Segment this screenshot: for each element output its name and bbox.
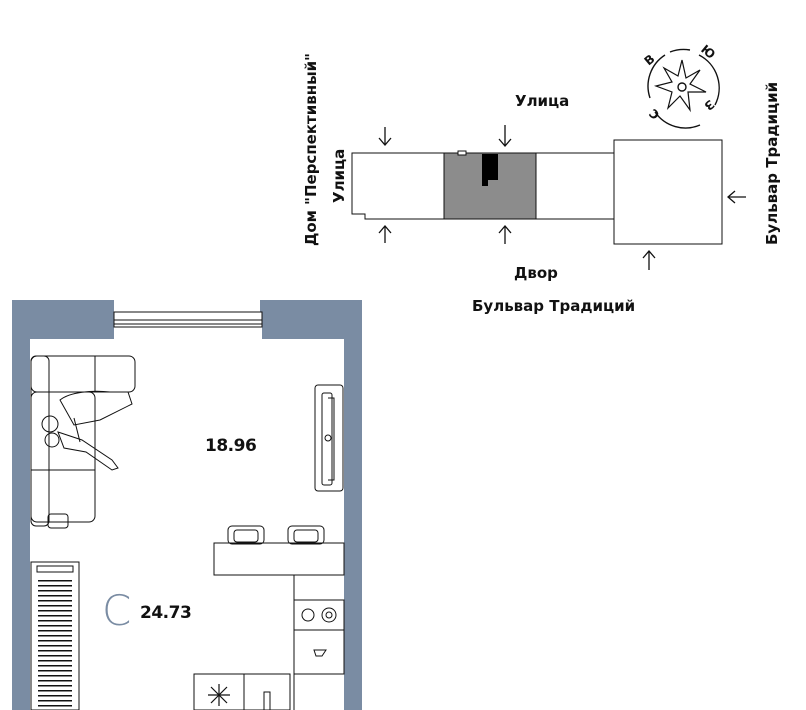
snowflake-icon <box>208 684 230 706</box>
window <box>113 311 263 328</box>
radiator <box>30 561 80 710</box>
label-yard: Двор <box>514 264 558 282</box>
total-area-value: 24.73 <box>140 603 192 623</box>
label-top-street: Улица <box>515 92 570 110</box>
living-area-value: 18.96 <box>205 436 257 456</box>
kitchen <box>193 525 345 710</box>
walls <box>12 300 362 710</box>
apartment-marker <box>482 154 498 186</box>
compass-rose-icon <box>647 48 720 129</box>
sofa <box>30 355 136 529</box>
building-right-section <box>613 139 723 245</box>
radiator-fins <box>38 580 72 707</box>
tv-cabinet <box>314 384 344 492</box>
entrance-arrows <box>378 125 746 270</box>
apartment-type-letter: С <box>102 586 132 635</box>
label-bottom-boulevard: Бульвар Традиций <box>472 297 636 315</box>
